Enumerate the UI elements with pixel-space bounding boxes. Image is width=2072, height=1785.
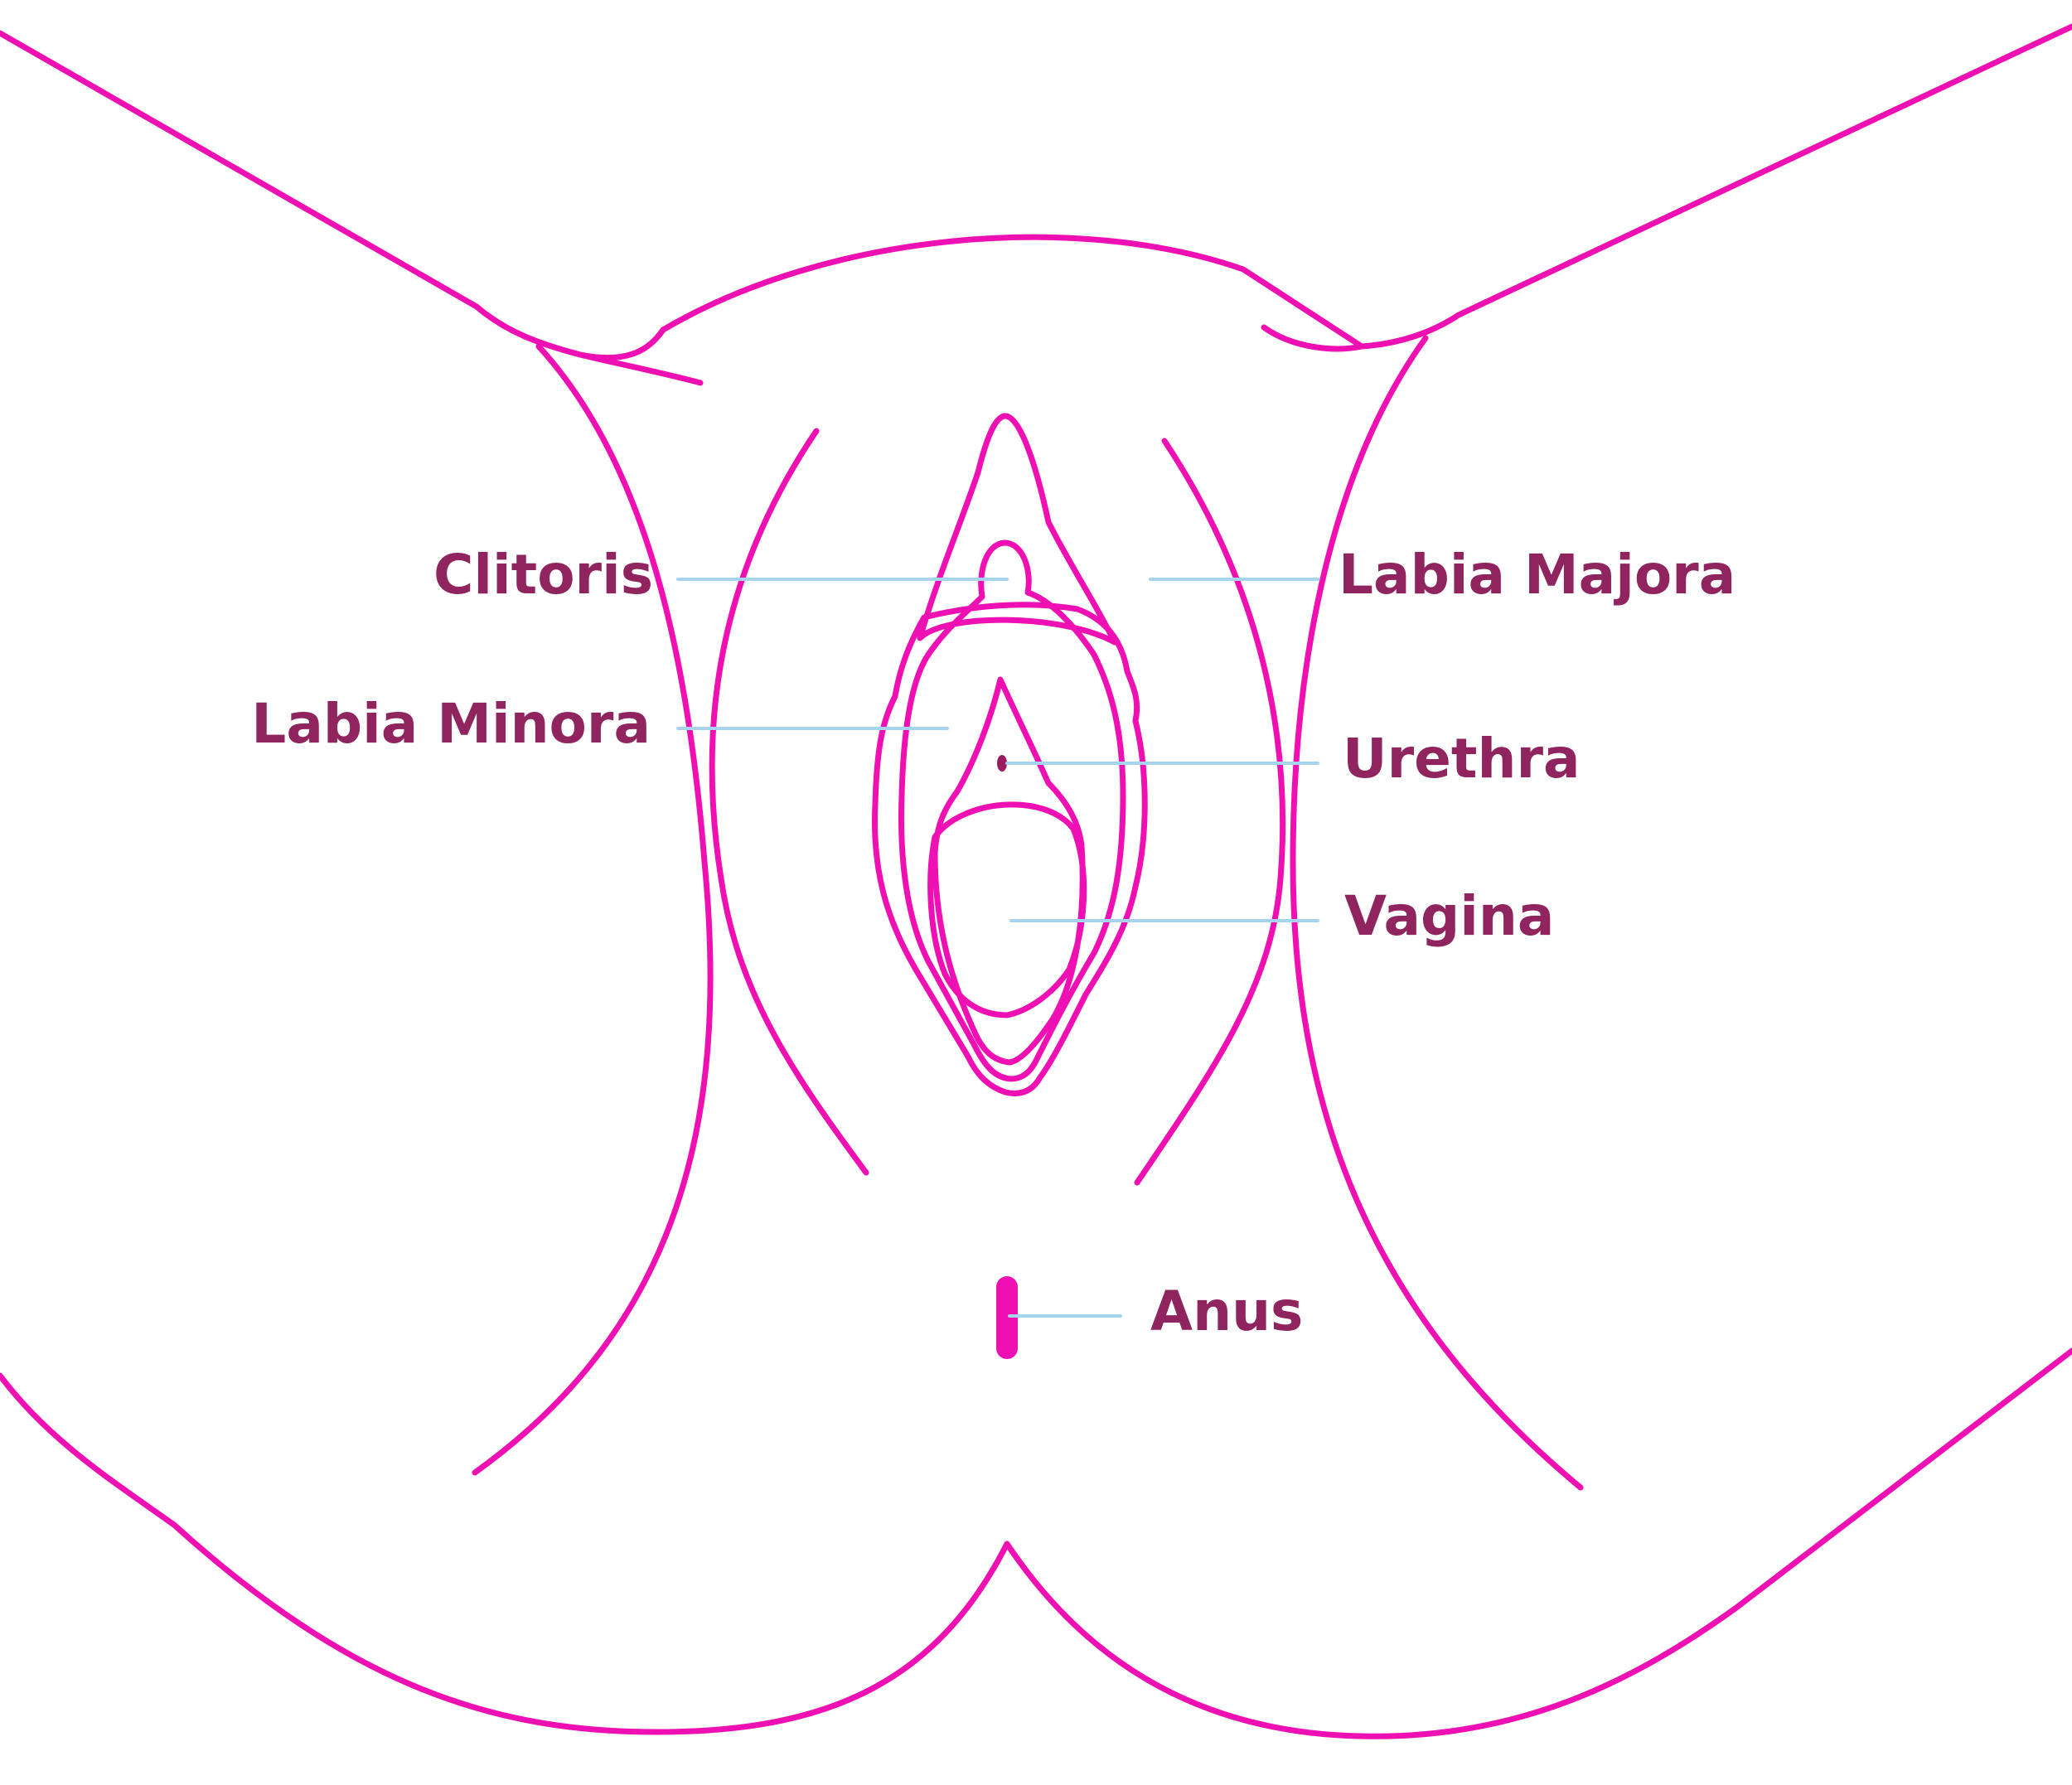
labia-minora-inner	[898, 539, 1126, 1082]
clitoris-label: Clitoris	[433, 543, 653, 607]
clitoral-hood	[917, 413, 1118, 646]
left-groin-crease	[577, 351, 704, 386]
vulva	[871, 413, 1148, 1359]
vaginal-opening	[927, 801, 1087, 1018]
right-inner-thigh-contour	[1290, 335, 1584, 1491]
vestibule	[932, 676, 1086, 1066]
urethra-label: Urethra	[1343, 727, 1581, 791]
vagina-label: Vagina	[1344, 884, 1554, 948]
mons-pubis-curve	[660, 234, 1365, 350]
right-groin-crease	[1261, 324, 1365, 352]
labels: Clitoris Labia Minora Labia Majora Ureth…	[251, 543, 1736, 1343]
labia-minora-outer	[871, 602, 1148, 1096]
right-thigh-upper-line	[1358, 23, 2072, 350]
left-labia-majora-curve	[709, 428, 869, 1176]
leader-lines	[676, 578, 1319, 1318]
left-thigh-upper-line	[0, 30, 666, 361]
buttocks-outline	[0, 1347, 2072, 1739]
anus-label: Anus	[1150, 1279, 1303, 1343]
urethral-opening	[997, 755, 1007, 772]
right-labia-majora-curve	[1134, 438, 1286, 1186]
labia-minora-label: Labia Minora	[251, 692, 651, 756]
labia-majora-label: Labia Majora	[1339, 543, 1736, 607]
body-outline	[0, 23, 2072, 1739]
left-inner-thigh-contour	[472, 343, 714, 1476]
